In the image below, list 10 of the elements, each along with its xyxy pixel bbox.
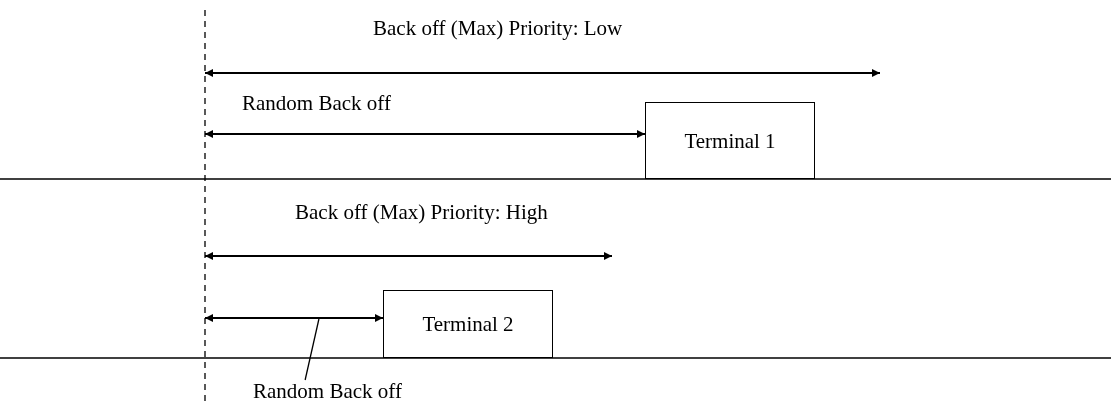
terminal-label: Terminal 2 [422,312,514,336]
terminal-label: Terminal 1 [684,128,776,153]
duration-arrow [204,314,384,322]
terminal-box [383,290,553,358]
leader-line [304,318,320,381]
callout-text: Random Back off [253,379,402,403]
terminal-box [645,102,815,179]
duration-label: Back off (Max) Priority: Low [373,16,623,40]
duration-label: Random Back off [242,91,391,115]
duration-label: Back off (Max) Priority: High [295,200,548,224]
